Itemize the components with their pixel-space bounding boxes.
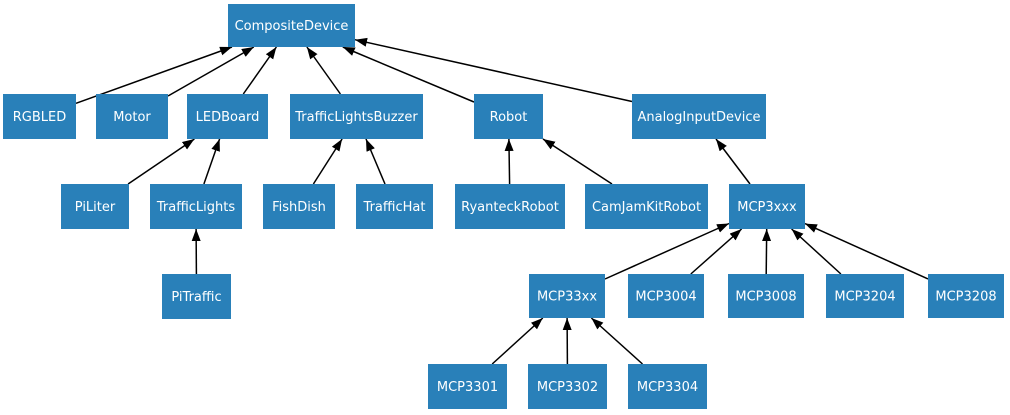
node-label-FishDish: FishDish — [272, 200, 326, 215]
edge-TrafficLights-to-LEDBoard — [203, 138, 221, 185]
node-label-CompositeDevice: CompositeDevice — [235, 19, 349, 34]
node-MCP3004[interactable]: MCP3004 — [628, 274, 704, 318]
node-box-TrafficHat[interactable] — [356, 184, 433, 229]
node-box-Robot[interactable] — [474, 94, 543, 139]
edge-TrafficLightsBuzzer-to-CompositeDevice — [306, 46, 342, 95]
node-label-AnalogInputDevice: AnalogInputDevice — [637, 110, 760, 125]
edge-AnalogInputDevice-to-CompositeDevice — [354, 37, 633, 103]
node-TrafficHat[interactable]: TrafficHat — [356, 184, 433, 229]
node-AnalogInputDevice[interactable]: AnalogInputDevice — [632, 94, 766, 139]
edge-MCP3204-to-MCP3xxx — [791, 228, 842, 275]
node-MCP33xx[interactable]: MCP33xx — [529, 274, 605, 318]
node-box-CompositeDevice[interactable] — [228, 4, 355, 47]
node-MCP3208[interactable]: MCP3208 — [928, 274, 1004, 318]
node-box-TrafficLights[interactable] — [150, 184, 242, 229]
node-label-Robot: Robot — [490, 110, 528, 125]
node-RyanteckRobot[interactable]: RyanteckRobot — [455, 184, 565, 229]
edge-Motor-to-CompositeDevice — [167, 46, 255, 97]
node-Motor[interactable]: Motor — [96, 94, 168, 139]
edge-MCP3304-to-MCP33xx — [590, 317, 644, 365]
node-label-TrafficLights: TrafficLights — [156, 200, 236, 215]
node-label-MCP3302: MCP3302 — [537, 380, 598, 395]
node-label-TrafficLightsBuzzer: TrafficLightsBuzzer — [294, 110, 418, 125]
node-LEDBoard[interactable]: LEDBoard — [187, 94, 268, 139]
node-box-MCP33xx[interactable] — [529, 274, 605, 318]
edge-TrafficHat-to-TrafficLightsBuzzer — [365, 138, 386, 185]
edge-LEDBoard-to-CompositeDevice — [242, 46, 278, 95]
edge-MCP3008-to-MCP3xxx — [762, 228, 772, 275]
edge-MCP3301-to-MCP33xx — [491, 317, 544, 365]
node-FishDish[interactable]: FishDish — [263, 184, 335, 229]
node-box-MCP3xxx[interactable] — [729, 184, 805, 229]
edge-MCP3xxx-to-AnalogInputDevice — [715, 138, 751, 185]
node-PiLiter[interactable]: PiLiter — [61, 184, 129, 229]
node-label-CamJamKitRobot: CamJamKitRobot — [592, 200, 701, 215]
node-box-PiTraffic[interactable] — [162, 274, 231, 319]
node-box-LEDBoard[interactable] — [187, 94, 268, 139]
node-box-MCP3204[interactable] — [826, 274, 904, 318]
node-label-MCP3004: MCP3004 — [635, 290, 696, 305]
node-box-MCP3301[interactable] — [428, 364, 507, 409]
node-label-TrafficHat: TrafficHat — [363, 200, 426, 215]
node-label-MCP3301: MCP3301 — [437, 380, 498, 395]
node-MCP3xxx[interactable]: MCP3xxx — [729, 184, 805, 229]
node-CompositeDevice[interactable]: CompositeDevice — [228, 4, 355, 47]
node-box-Motor[interactable] — [96, 94, 168, 139]
node-box-MCP3008[interactable] — [728, 274, 804, 318]
node-label-MCP3208: MCP3208 — [935, 290, 996, 305]
edge-MCP3208-to-MCP3xxx — [804, 222, 929, 280]
edge-RyanteckRobot-to-Robot — [504, 138, 514, 185]
edge-PiLiter-to-LEDBoard — [127, 138, 195, 185]
node-RGBLED[interactable]: RGBLED — [3, 94, 76, 139]
node-label-MCP3008: MCP3008 — [735, 290, 796, 305]
node-label-LEDBoard: LEDBoard — [196, 110, 260, 125]
edge-Robot-to-CompositeDevice — [342, 46, 475, 103]
node-box-MCP3302[interactable] — [528, 364, 607, 409]
node-label-RGBLED: RGBLED — [13, 110, 67, 125]
node-CamJamKitRobot[interactable]: CamJamKitRobot — [585, 184, 708, 229]
edge-MCP3004-to-MCP3xxx — [690, 228, 743, 275]
node-label-MCP3204: MCP3204 — [834, 290, 895, 305]
node-box-MCP3004[interactable] — [628, 274, 704, 318]
node-label-MCP33xx: MCP33xx — [537, 290, 597, 305]
node-PiTraffic[interactable]: PiTraffic — [162, 274, 231, 319]
node-label-Motor: Motor — [113, 110, 151, 125]
node-label-RyanteckRobot: RyanteckRobot — [461, 200, 559, 215]
node-box-MCP3304[interactable] — [628, 364, 707, 409]
node-box-FishDish[interactable] — [263, 184, 335, 229]
node-box-PiLiter[interactable] — [61, 184, 129, 229]
node-box-CamJamKitRobot[interactable] — [585, 184, 708, 229]
node-TrafficLightsBuzzer[interactable]: TrafficLightsBuzzer — [290, 94, 423, 139]
edge-CamJamKitRobot-to-Robot — [542, 138, 613, 185]
edges-layer — [75, 37, 929, 365]
node-box-AnalogInputDevice[interactable] — [632, 94, 766, 139]
edge-RGBLED-to-CompositeDevice — [75, 46, 233, 105]
node-label-MCP3xxx: MCP3xxx — [737, 200, 797, 215]
node-MCP3301[interactable]: MCP3301 — [428, 364, 507, 409]
node-Robot[interactable]: Robot — [474, 94, 543, 139]
node-MCP3304[interactable]: MCP3304 — [628, 364, 707, 409]
node-MCP3302[interactable]: MCP3302 — [528, 364, 607, 409]
node-TrafficLights[interactable]: TrafficLights — [150, 184, 242, 229]
node-label-PiTraffic: PiTraffic — [171, 290, 221, 305]
node-box-RyanteckRobot[interactable] — [455, 184, 565, 229]
edge-MCP33xx-to-MCP3xxx — [604, 222, 730, 280]
node-label-MCP3304: MCP3304 — [637, 380, 698, 395]
node-MCP3008[interactable]: MCP3008 — [728, 274, 804, 318]
node-box-RGBLED[interactable] — [3, 94, 76, 139]
node-box-TrafficLightsBuzzer[interactable] — [290, 94, 423, 139]
node-label-PiLiter: PiLiter — [75, 200, 116, 215]
node-MCP3204[interactable]: MCP3204 — [826, 274, 904, 318]
edge-FishDish-to-TrafficLightsBuzzer — [312, 138, 343, 185]
node-box-MCP3208[interactable] — [928, 274, 1004, 318]
